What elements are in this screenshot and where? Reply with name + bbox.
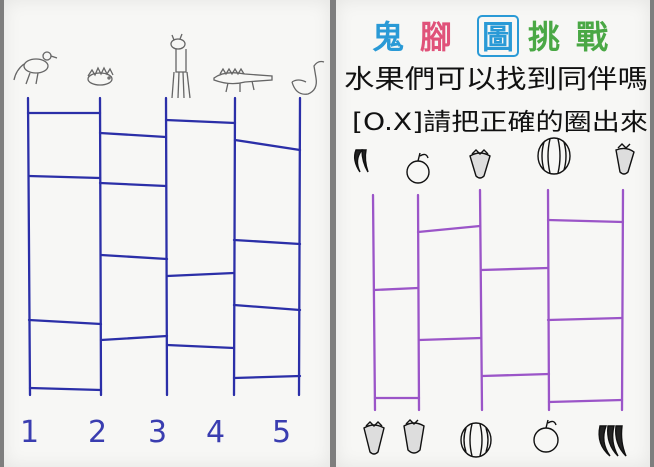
title-char-3: 圖 <box>482 18 514 56</box>
giraffe-icon <box>170 33 191 99</box>
apple-icon <box>406 152 430 184</box>
watermelon-icon <box>460 422 492 458</box>
number-2: 2 <box>88 415 107 450</box>
strawberry-icon <box>363 421 385 455</box>
title-char-1: 鬼 <box>372 18 404 56</box>
strawberry-icon <box>469 149 491 179</box>
bird-icon <box>13 51 58 85</box>
hedgehog-icon <box>87 66 114 86</box>
duck-icon <box>291 60 325 95</box>
banana-icon <box>353 149 369 173</box>
number-1: 1 <box>20 415 39 450</box>
strawberry-icon <box>615 143 635 175</box>
banana-icon <box>598 425 627 457</box>
crocodile-icon <box>213 67 273 93</box>
title-char-4: 挑 <box>528 18 560 56</box>
instruction-line-1: 水果們可以找到同伴嗎 <box>344 65 648 95</box>
left-ladder <box>26 96 302 397</box>
page-title: 鬼 腳 圖 挑 戰 <box>372 15 608 57</box>
apple-icon <box>533 419 559 453</box>
title-char-5: 戰 <box>576 18 608 56</box>
number-labels: 1 2 3 4 5 <box>20 415 291 450</box>
number-5: 5 <box>272 415 291 450</box>
number-4: 4 <box>206 415 225 450</box>
right-paper-sheet <box>336 0 650 467</box>
title-char-2: 腳 <box>420 18 452 56</box>
right-ladder <box>371 188 625 412</box>
instruction-line-2: [O.X]請把正確的圈出來 <box>352 108 648 136</box>
watermelon-icon <box>537 137 571 175</box>
number-3: 3 <box>148 415 167 450</box>
strawberry-icon <box>403 419 425 454</box>
